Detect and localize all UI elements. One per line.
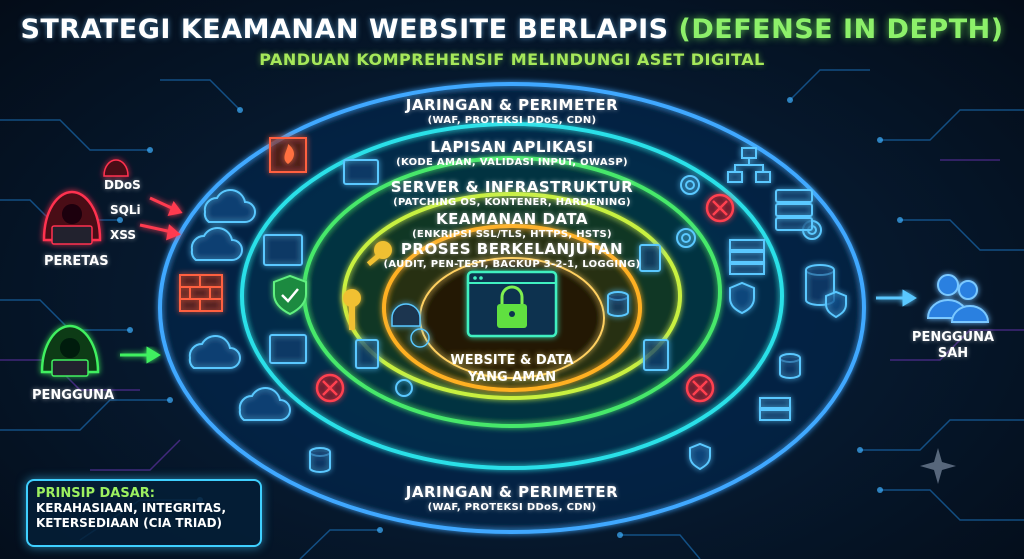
database-icon (309, 264, 835, 473)
principle-line-1: KERAHASIAAN, INTEGRITAS, (36, 501, 227, 515)
x-circle-icon (315, 193, 735, 403)
legit-user-arrow (876, 289, 917, 307)
layer-label-process: PROSES BERKELANJUTAN (AUDIT, PEN-TEST, B… (383, 240, 641, 270)
server-rack-icon (729, 189, 813, 421)
padlock-browser-icon (466, 270, 558, 338)
hooded-user-icon (40, 324, 100, 377)
legit-user-label: PENGGUNA SAH (911, 330, 995, 361)
threat-ddos: DDoS (104, 178, 141, 192)
layer-label-network: JARINGAN & PERIMETER (WAF, PROTEKSI DDoS… (405, 96, 619, 126)
firewall-flame-icon (269, 137, 307, 173)
document-icon (355, 244, 669, 371)
hacker-inner-icon (391, 303, 430, 348)
layer-label-data: KEAMANAN DATA (ENKRIPSI SSL/TLS, HTTPS, … (412, 210, 612, 240)
layer-label-application: LAPISAN APLIKASI (KODE AMAN, VALIDASI IN… (396, 138, 628, 168)
user-arrow (120, 346, 161, 364)
users-group-icon (926, 274, 990, 323)
network-tree-icon (727, 147, 771, 183)
attacker-label: PERETAS (44, 254, 109, 269)
page-subtitle: PANDUAN KOMPREHENSIF MELINDUNGI ASET DIG… (259, 50, 765, 69)
user-label: PENGGUNA (32, 388, 115, 403)
shield-check-icon (273, 274, 307, 316)
principle-line-2: KETERSEDIAAN (CIA TRIAD) (36, 516, 223, 530)
brick-firewall-icon (179, 274, 223, 312)
cloud-icon (188, 188, 291, 421)
page-title: STRATEGI KEAMANAN WEBSITE BERLAPIS (DEFE… (20, 14, 1004, 45)
key-icon (343, 241, 392, 330)
layer-label-server: SERVER & INFRASTRUKTUR (PATCHING OS, KON… (390, 178, 634, 208)
code-window-icon (263, 159, 379, 364)
principle-heading: PRINSIP DASAR: (36, 486, 155, 501)
center-label: WEBSITE & DATA YANG AMAN (450, 353, 574, 385)
hooded-hacker-icon (42, 159, 129, 245)
principle-box: PRINSIP DASAR: KERAHASIAAN, INTEGRITAS, … (26, 479, 262, 547)
sparkle-icon (920, 448, 956, 484)
threat-xss: XSS (110, 228, 136, 242)
shield-small-icon (689, 281, 847, 471)
threat-arrows (139, 196, 183, 241)
threat-sqli: SQLi (110, 203, 141, 217)
layer-label-network-bottom: JARINGAN & PERIMETER (WAF, PROTEKSI DDoS… (405, 483, 619, 513)
